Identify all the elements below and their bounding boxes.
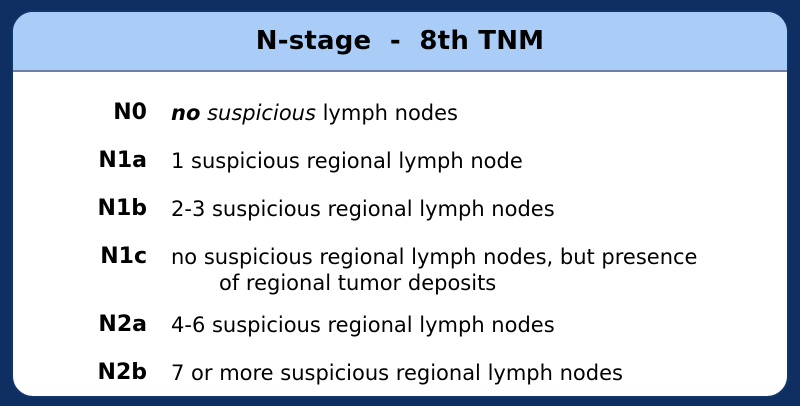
stage-row-n0: N0 no suspicious lymph nodes bbox=[13, 100, 787, 138]
stage-description: no suspicious regional lymph nodes, but … bbox=[171, 244, 697, 296]
stage-code: N0 bbox=[113, 100, 147, 125]
stage-description: 2-3 suspicious regional lymph nodes bbox=[171, 197, 555, 221]
stage-code: N1a bbox=[98, 148, 147, 173]
stage-description: 1 suspicious regional lymph node bbox=[171, 149, 523, 173]
content-card: N-stage - 8th TNM N0 no suspicious lymph… bbox=[11, 10, 789, 398]
stage-description: 4-6 suspicious regional lymph nodes bbox=[171, 313, 555, 337]
stage-description: no suspicious lymph nodes bbox=[171, 100, 458, 126]
stage-list: N0 no suspicious lymph nodes N1a 1 suspi… bbox=[13, 100, 787, 396]
description-line-2: of regional tumor deposits bbox=[219, 271, 497, 295]
stage-code: N1b bbox=[97, 196, 147, 221]
emphasis-no: no bbox=[171, 101, 201, 125]
stage-row-n2a: N2a 4-6 suspicious regional lymph nodes bbox=[13, 312, 787, 350]
stage-code: N1c bbox=[100, 244, 147, 269]
card-header: N-stage - 8th TNM bbox=[13, 12, 787, 72]
description-line-1: no suspicious regional lymph nodes, but … bbox=[171, 245, 698, 269]
page-title: N-stage - 8th TNM bbox=[255, 26, 545, 56]
stage-description: 7 or more suspicious regional lymph node… bbox=[171, 361, 623, 385]
stage-code: N2a bbox=[98, 312, 147, 337]
description-rest: lymph nodes bbox=[315, 101, 458, 125]
stage-row-n1b: N1b 2-3 suspicious regional lymph nodes bbox=[13, 196, 787, 234]
stage-code: N2b bbox=[97, 360, 147, 385]
stage-row-n1c: N1c no suspicious regional lymph nodes, … bbox=[13, 244, 787, 302]
stage-row-n1a: N1a 1 suspicious regional lymph node bbox=[13, 148, 787, 186]
stage-row-n2b: N2b 7 or more suspicious regional lymph … bbox=[13, 360, 787, 396]
emphasis-suspicious: suspicious bbox=[207, 101, 316, 125]
